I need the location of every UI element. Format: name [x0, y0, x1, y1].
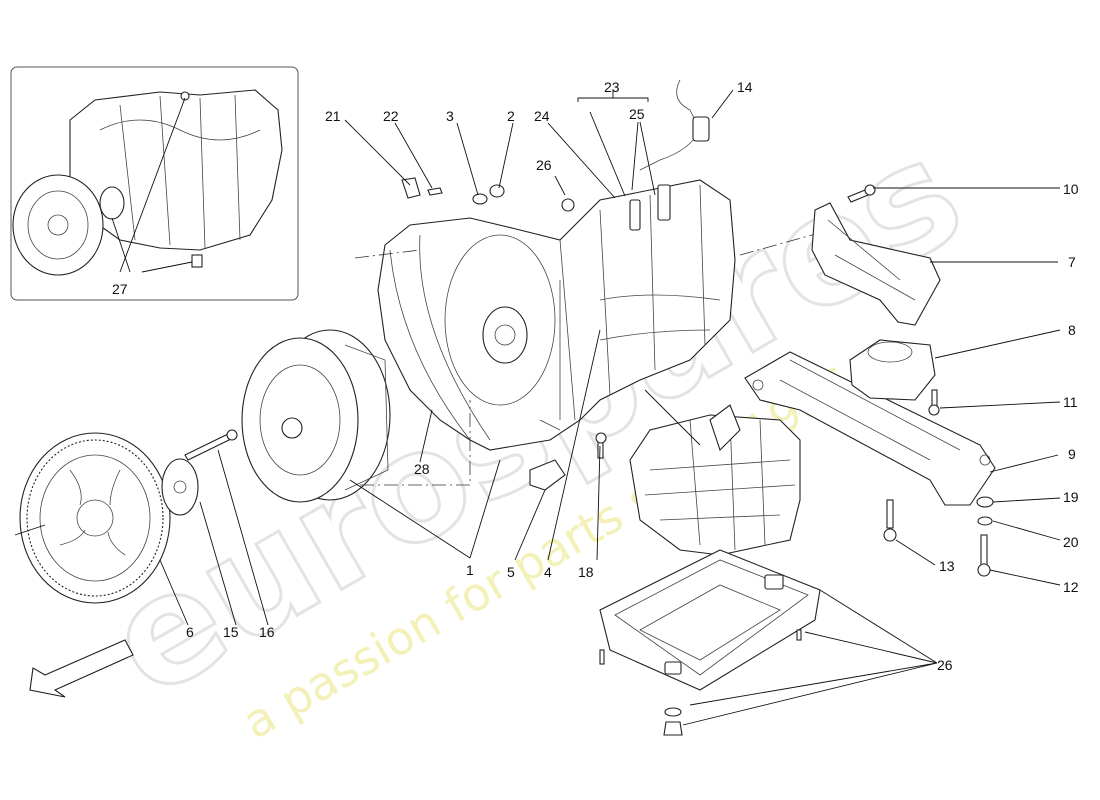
- callout-2: 2: [507, 108, 515, 124]
- transmission-housing: [354, 179, 831, 486]
- callout-7: 7: [1068, 254, 1076, 270]
- callout-28: 28: [414, 461, 430, 477]
- callout-5: 5: [507, 564, 515, 580]
- callout-24: 24: [534, 108, 550, 124]
- callout-13: 13: [939, 558, 955, 574]
- callout-6: 6: [186, 624, 194, 640]
- callout-16: 16: [259, 624, 275, 640]
- flywheel: [14, 432, 171, 604]
- inset-panel: 27: [10, 66, 299, 301]
- callout-10: 10: [1063, 181, 1079, 197]
- callout-26-top: 26: [536, 157, 552, 173]
- callout-3: 3: [446, 108, 454, 124]
- callout-labels: 21 22 3 2 24 26 23 25 14 10 7 8 11 9 19 …: [186, 79, 1079, 673]
- callout-14: 14: [737, 79, 753, 95]
- callout-20: 20: [1063, 534, 1079, 550]
- callout-19: 19: [1063, 489, 1079, 505]
- callout-22: 22: [383, 108, 399, 124]
- leader-lines: [159, 89, 1061, 726]
- callout-9: 9: [1068, 446, 1076, 462]
- bracket: [811, 202, 941, 326]
- oil-pan: [599, 549, 821, 736]
- valve-body: [629, 404, 801, 556]
- torque-converter: [241, 329, 391, 503]
- front-direction-arrow-icon: [29, 639, 134, 698]
- callout-1: 1: [466, 562, 474, 578]
- callout-18: 18: [578, 564, 594, 580]
- engine-mount: [849, 339, 936, 401]
- bolt-16: [184, 432, 234, 461]
- callout-21: 21: [325, 108, 341, 124]
- callout-23: 23: [604, 79, 620, 95]
- inset-callout-27: 27: [112, 281, 128, 297]
- callout-25: 25: [629, 106, 645, 122]
- callout-26-bottom: 26: [937, 657, 953, 673]
- flex-plate: [161, 458, 199, 516]
- callout-15: 15: [223, 624, 239, 640]
- callout-12: 12: [1063, 579, 1079, 595]
- callout-11: 11: [1063, 394, 1078, 410]
- fasteners: [401, 79, 994, 577]
- callout-8: 8: [1068, 322, 1076, 338]
- callout-4: 4: [544, 564, 552, 580]
